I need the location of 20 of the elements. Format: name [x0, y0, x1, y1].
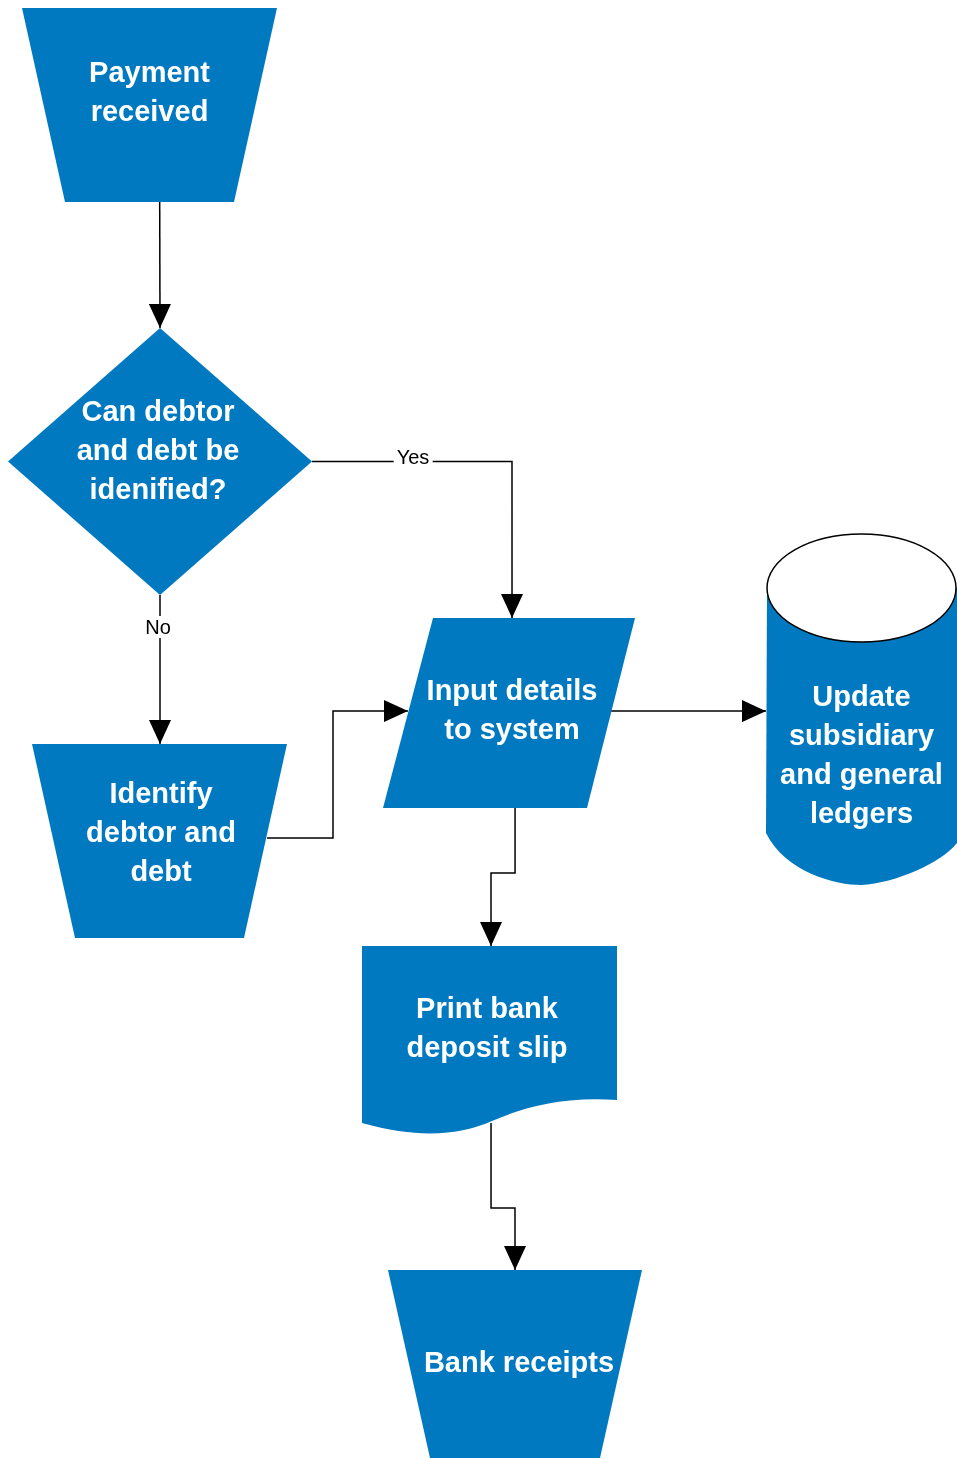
arrow: [610, 700, 767, 723]
trapezoid-shape: [22, 8, 277, 202]
input-parallelogram: [383, 618, 635, 808]
node-label: Bank receipts: [423, 1344, 615, 1380]
node-label: Update subsidiary and general ledgers: [779, 679, 944, 831]
arrow: [148, 201, 171, 329]
node-label: Identify debtor and debt: [85, 775, 237, 889]
arrow: [266, 700, 409, 839]
database-cylinder: [766, 533, 957, 885]
node-label: Payment received: [88, 55, 211, 129]
decision-diamond: [8, 328, 312, 595]
trapezoid-shape: [388, 1270, 642, 1458]
node-label: Input details to system: [425, 673, 599, 747]
trapezoid-shape: [32, 744, 287, 938]
node-label: Can debtor and debt be idenified?: [75, 393, 241, 507]
arrow: [480, 807, 516, 947]
arrow: [149, 594, 171, 745]
arrow: [311, 460, 523, 619]
node-label: Print bank deposit slip: [405, 991, 569, 1065]
arrow: [490, 1122, 526, 1271]
